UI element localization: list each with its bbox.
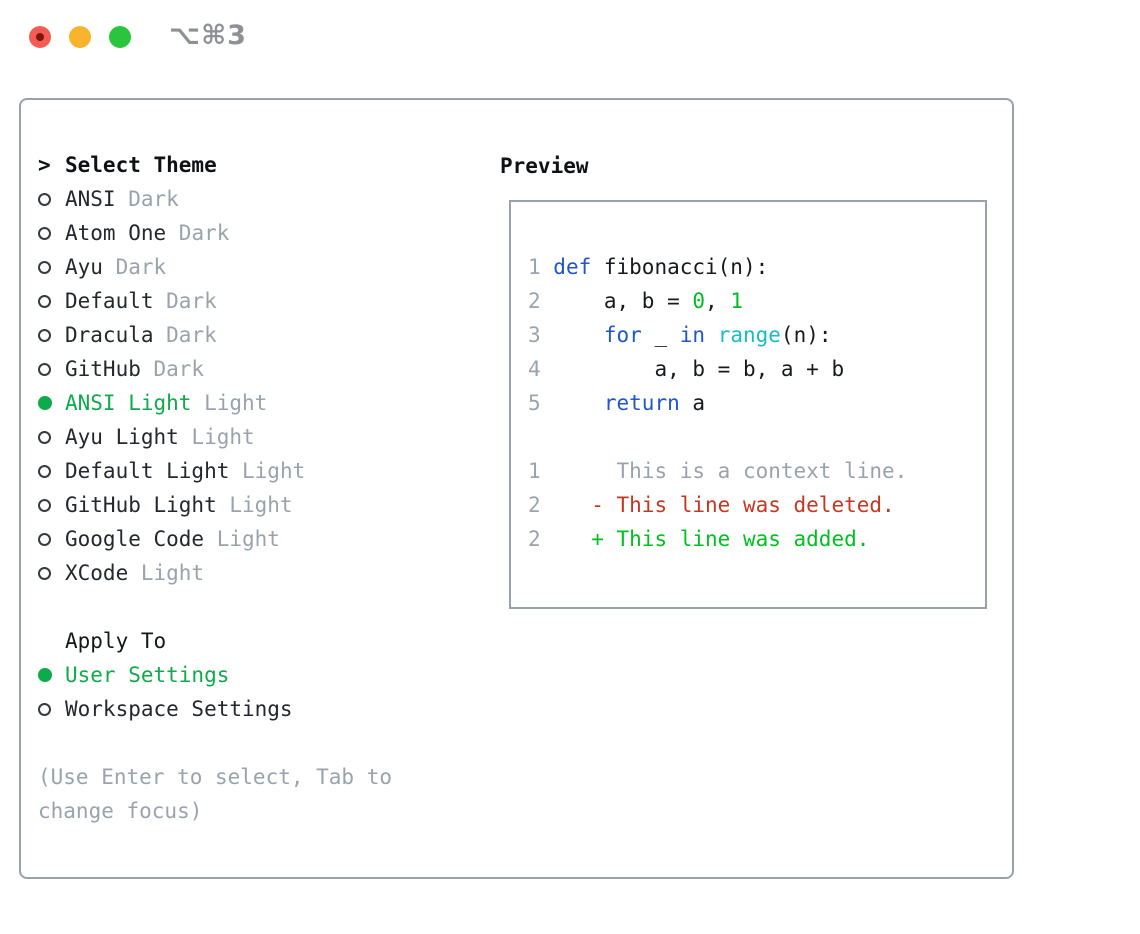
theme-option-github[interactable]: GitHub Dark bbox=[38, 352, 392, 386]
option-label: ANSI Light Light bbox=[65, 391, 268, 415]
preview-title: Preview bbox=[500, 154, 589, 178]
option-label: User Settings bbox=[65, 663, 230, 687]
code-line: 1 This is a context line. bbox=[528, 459, 908, 483]
option-label: Default Dark bbox=[65, 289, 217, 313]
apply-to-header-row: Apply To bbox=[38, 624, 392, 658]
theme-option-ansi-light[interactable]: ANSI Light Light bbox=[38, 386, 392, 420]
preview-code: 1 def fibonacci(n): 2 a, b = 0, 1 3 for _ … bbox=[511, 202, 985, 556]
radio-icon bbox=[38, 328, 51, 342]
code-line bbox=[528, 420, 985, 454]
theme-option-default[interactable]: Default Dark bbox=[38, 284, 392, 318]
radio-icon bbox=[38, 464, 51, 478]
theme-option-ayu[interactable]: Ayu Dark bbox=[38, 250, 392, 284]
option-label: Default Light Light bbox=[65, 459, 306, 483]
theme-option-github-light[interactable]: GitHub Light Light bbox=[38, 488, 392, 522]
radio-icon bbox=[38, 226, 51, 240]
option-label: GitHub Light Light bbox=[65, 493, 293, 517]
code-line: 5 return a bbox=[528, 391, 706, 415]
code-line: 2 a, b = 0, 1 bbox=[528, 289, 743, 313]
theme-option-ayu-light[interactable]: Ayu Light Light bbox=[38, 420, 392, 454]
minimize-button[interactable] bbox=[69, 26, 91, 48]
code-line: 3 for _ in range(n): bbox=[528, 323, 832, 347]
zoom-button[interactable] bbox=[109, 26, 131, 48]
option-label: Ayu Dark bbox=[65, 255, 167, 279]
theme-selector-header-row: > Select Theme bbox=[38, 148, 392, 182]
radio-selected-icon bbox=[38, 668, 52, 682]
hint-line-2: change focus) bbox=[38, 799, 203, 823]
radio-icon bbox=[38, 294, 51, 308]
radio-icon bbox=[38, 192, 51, 206]
option-label: Google Code Light bbox=[65, 527, 280, 551]
preview-pane: 1 def fibonacci(n): 2 a, b = 0, 1 3 for _ … bbox=[509, 200, 987, 609]
option-label: XCode Light bbox=[65, 561, 205, 585]
selection-caret: > bbox=[38, 153, 51, 177]
apply-to-title: Apply To bbox=[65, 629, 167, 653]
option-label: Ayu Light Light bbox=[65, 425, 255, 449]
radio-icon bbox=[38, 498, 51, 512]
radio-icon bbox=[38, 532, 51, 546]
apply-option-workspace-settings[interactable]: Workspace Settings bbox=[38, 692, 392, 726]
apply-option-user-settings[interactable]: User Settings bbox=[38, 658, 392, 692]
theme-option-ansi[interactable]: ANSI Dark bbox=[38, 182, 392, 216]
radio-icon bbox=[38, 362, 51, 376]
close-button[interactable] bbox=[29, 26, 51, 48]
theme-option-dracula[interactable]: Dracula Dark bbox=[38, 318, 392, 352]
code-line: 2 + This line was added. bbox=[528, 527, 870, 551]
theme-option-xcode[interactable]: XCode Light bbox=[38, 556, 392, 590]
theme-selector-title: Select Theme bbox=[65, 153, 217, 177]
hint-line-1: (Use Enter to select, Tab to bbox=[38, 765, 393, 789]
radio-icon bbox=[38, 260, 51, 274]
code-line: 4 a, b = b, a + b bbox=[528, 357, 845, 381]
code-line: 1 def fibonacci(n): bbox=[528, 255, 769, 279]
option-label: GitHub Dark bbox=[65, 357, 205, 381]
option-label: Workspace Settings bbox=[65, 697, 293, 721]
theme-option-atom-one[interactable]: Atom One Dark bbox=[38, 216, 392, 250]
radio-icon bbox=[38, 702, 51, 716]
code-line: 2 - This line was deleted. bbox=[528, 493, 895, 517]
theme-option-google-code[interactable]: Google Code Light bbox=[38, 522, 392, 556]
option-label: Atom One Dark bbox=[65, 221, 230, 245]
radio-selected-icon bbox=[38, 396, 52, 410]
radio-icon bbox=[38, 430, 51, 444]
traffic-lights bbox=[29, 26, 131, 48]
option-label: ANSI Dark bbox=[65, 187, 179, 211]
theme-option-default-light[interactable]: Default Light Light bbox=[38, 454, 392, 488]
radio-icon bbox=[38, 566, 51, 580]
option-label: Dracula Dark bbox=[65, 323, 217, 347]
window-title-shortcut: ⌥⌘3 bbox=[169, 20, 247, 51]
